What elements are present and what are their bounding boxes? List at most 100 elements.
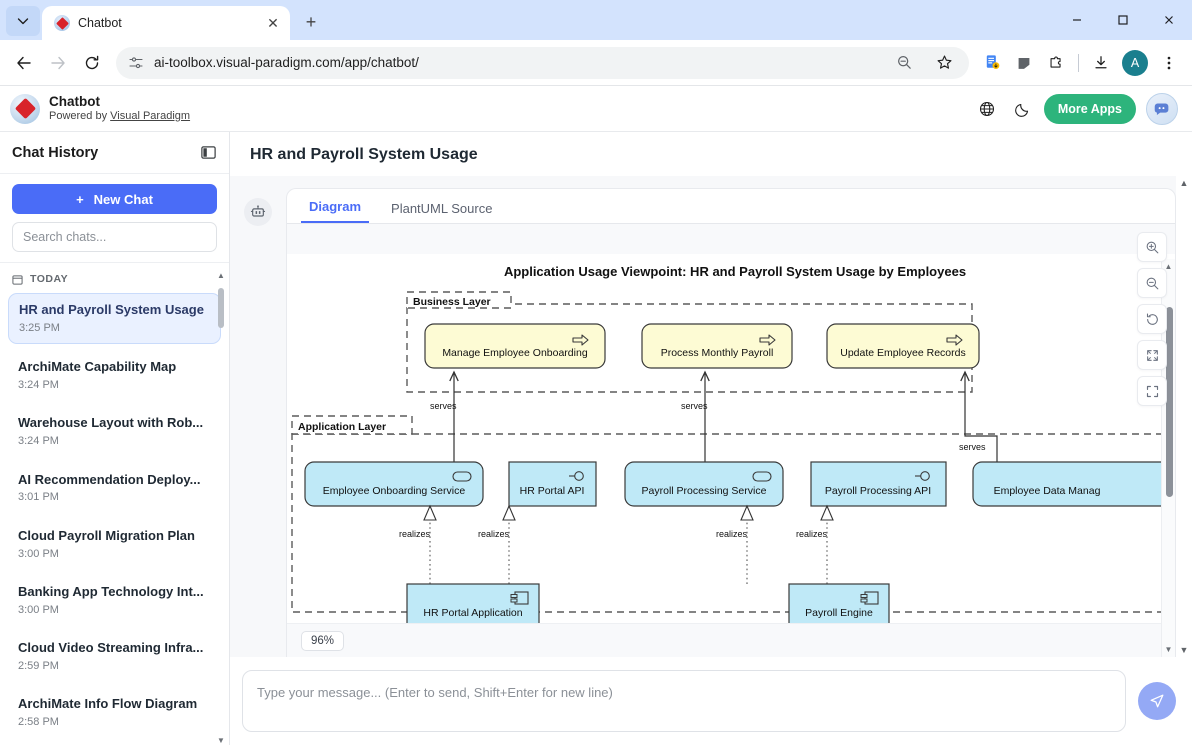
tab-search-button[interactable] bbox=[6, 6, 40, 36]
url-text: ai-toolbox.visual-paradigm.com/app/chatb… bbox=[154, 55, 419, 70]
chrome-menu-icon[interactable] bbox=[1154, 48, 1184, 78]
app-interface-lollipop-icon bbox=[569, 471, 584, 481]
chat-item-title: Banking App Technology Int... bbox=[18, 583, 204, 599]
chat-item-time: 3:24 PM bbox=[18, 379, 59, 392]
back-button[interactable] bbox=[8, 47, 40, 79]
chat-item-1[interactable]: ArchiMate Capability Map 3:24 PM bbox=[8, 351, 221, 400]
sidebar-scroll-track[interactable] bbox=[215, 280, 227, 737]
window-maximize-button[interactable] bbox=[1100, 0, 1146, 40]
tab-plantuml-source[interactable]: PlantUML Source bbox=[391, 201, 493, 216]
diagram-zoom-tools bbox=[1137, 232, 1167, 406]
chat-item-time: 3:01 PM bbox=[18, 491, 59, 504]
chat-item-5[interactable]: Banking App Technology Int... 3:00 PM bbox=[8, 576, 221, 625]
application-component-label: HR Portal Application bbox=[423, 607, 522, 619]
chat-item-title: AI Recommendation Deploy... bbox=[18, 471, 201, 487]
application-service-label: Employee Data Manag bbox=[994, 485, 1101, 497]
application-service-label: Payroll Processing API bbox=[825, 485, 931, 497]
fit-screen-icon[interactable] bbox=[1137, 376, 1167, 406]
plus-icon: + bbox=[76, 191, 84, 207]
three-dot-menu-icon bbox=[1167, 56, 1171, 69]
chat-item-2[interactable]: Warehouse Layout with Rob... 3:24 PM bbox=[8, 407, 221, 456]
sidebar-scroll-thumb[interactable] bbox=[218, 288, 224, 328]
content-scroll-down-icon[interactable]: ▼ bbox=[1179, 645, 1189, 655]
reset-rotate-icon[interactable] bbox=[1137, 304, 1167, 334]
application-service-0[interactable]: Employee Onboarding Service bbox=[304, 461, 484, 507]
reload-button[interactable] bbox=[76, 47, 108, 79]
more-apps-button[interactable]: More Apps bbox=[1043, 93, 1136, 124]
search-chats-input[interactable] bbox=[12, 222, 217, 252]
forward-button[interactable] bbox=[42, 47, 74, 79]
content-scrollbar[interactable]: ▲ ▼ bbox=[1176, 176, 1192, 657]
expand-icon[interactable] bbox=[1137, 340, 1167, 370]
chat-item-4[interactable]: Cloud Payroll Migration Plan 3:00 PM bbox=[8, 520, 221, 569]
download-arrow-icon bbox=[1095, 55, 1107, 68]
back-arrow-icon bbox=[17, 56, 31, 69]
realizes-connector-3: realizes bbox=[796, 504, 834, 584]
archimate-diagram[interactable]: Application Usage Viewpoint: HR and Payr… bbox=[287, 254, 1175, 623]
scroll-up-arrow-icon[interactable]: ▲ bbox=[217, 271, 225, 280]
serves-connector-2 bbox=[960, 370, 998, 464]
magnifier-minus-icon bbox=[1146, 277, 1158, 289]
application-service-2[interactable]: Payroll Processing Service bbox=[624, 461, 784, 507]
application-service-4[interactable]: Employee Data Manag bbox=[972, 461, 1167, 507]
page-title: HR and Payroll System Usage bbox=[250, 146, 478, 163]
serves-label-2: serves bbox=[959, 442, 986, 452]
theme-toggle-moon-icon[interactable] bbox=[1008, 94, 1038, 124]
business-node-1[interactable]: Process Monthly Payroll bbox=[641, 323, 793, 369]
send-button[interactable] bbox=[1138, 682, 1176, 720]
sidebar-actions: + New Chat bbox=[0, 174, 229, 222]
sidebar-header: Chat History bbox=[0, 132, 229, 174]
realizes-label-2: realizes bbox=[716, 529, 748, 539]
window-close-button[interactable] bbox=[1146, 0, 1192, 40]
tab-close-icon[interactable]: ✕ bbox=[267, 15, 279, 31]
visual-paradigm-link[interactable]: Visual Paradigm bbox=[110, 109, 191, 122]
application-service-3[interactable]: Payroll Processing API bbox=[810, 461, 947, 507]
browser-tab-bar: Chatbot ✕ + bbox=[0, 0, 1192, 40]
new-tab-button[interactable]: + bbox=[305, 11, 317, 32]
application-component-0[interactable]: HR Portal Application bbox=[406, 583, 540, 623]
panel-collapse-icon[interactable] bbox=[200, 144, 217, 161]
browser-tab-chatbot[interactable]: Chatbot ✕ bbox=[42, 6, 290, 40]
message-input[interactable] bbox=[242, 670, 1126, 732]
downloads-icon[interactable] bbox=[1086, 48, 1116, 78]
application-layer-group bbox=[291, 433, 1167, 613]
business-node-0[interactable]: Manage Employee Onboarding bbox=[424, 323, 606, 369]
chat-item-3[interactable]: AI Recommendation Deploy... 3:01 PM bbox=[8, 464, 221, 513]
chat-item-title: ArchiMate Capability Map bbox=[18, 359, 177, 375]
address-bar[interactable]: ai-toolbox.visual-paradigm.com/app/chatb… bbox=[116, 46, 969, 79]
zoom-out-indicator-icon[interactable] bbox=[889, 48, 919, 78]
chat-assistant-avatar[interactable] bbox=[1146, 92, 1178, 125]
application-service-1[interactable]: HR Portal API bbox=[508, 461, 597, 507]
scroll-down-arrow-icon[interactable]: ▼ bbox=[217, 736, 225, 745]
chat-item-6[interactable]: Cloud Video Streaming Infra... 2:59 PM bbox=[8, 632, 221, 681]
application-service-label: HR Portal API bbox=[520, 485, 585, 497]
chat-item-title: ArchiMate Info Flow Diagram bbox=[18, 696, 198, 712]
window-minimize-button[interactable] bbox=[1054, 0, 1100, 40]
chat-item-0[interactable]: HR and Payroll System Usage 3:25 PM bbox=[8, 293, 221, 345]
extensions-icon[interactable] bbox=[1041, 48, 1071, 78]
diagram-message-card: Diagram PlantUML Source bbox=[286, 188, 1176, 657]
card-scroll-up-icon[interactable]: ▲ bbox=[1164, 262, 1173, 271]
zoom-in-icon[interactable] bbox=[1137, 232, 1167, 262]
zoom-level-badge[interactable]: 96% bbox=[301, 630, 345, 651]
profile-avatar[interactable]: A bbox=[1122, 49, 1148, 76]
chat-item-time: 2:58 PM bbox=[18, 716, 59, 729]
realizes-label-3: realizes bbox=[796, 529, 828, 539]
reading-list-icon[interactable] bbox=[977, 48, 1007, 78]
application-component-1[interactable]: Payroll Engine bbox=[788, 583, 890, 623]
new-chat-button[interactable]: + New Chat bbox=[12, 184, 217, 214]
tab-diagram[interactable]: Diagram bbox=[301, 199, 370, 223]
chat-item-time: 3:00 PM bbox=[18, 547, 59, 560]
content-scroll-up-icon[interactable]: ▲ bbox=[1179, 178, 1189, 188]
language-globe-icon[interactable] bbox=[972, 94, 1002, 124]
zoom-out-icon[interactable] bbox=[1137, 268, 1167, 298]
business-node-2[interactable]: Update Employee Records bbox=[826, 323, 980, 369]
card-scroll-thumb[interactable] bbox=[1166, 307, 1173, 497]
chat-item-7[interactable]: ArchiMate Info Flow Diagram 2:58 PM bbox=[8, 688, 221, 737]
app-component-icon bbox=[860, 591, 879, 605]
bookmark-star-icon[interactable] bbox=[929, 48, 959, 78]
sidebar-scrollbar[interactable]: ▲ ▼ bbox=[215, 272, 227, 745]
card-tab-bar: Diagram PlantUML Source bbox=[287, 189, 1175, 224]
card-scroll-down-icon[interactable]: ▼ bbox=[1164, 645, 1173, 654]
cast-icon[interactable] bbox=[1009, 48, 1039, 78]
